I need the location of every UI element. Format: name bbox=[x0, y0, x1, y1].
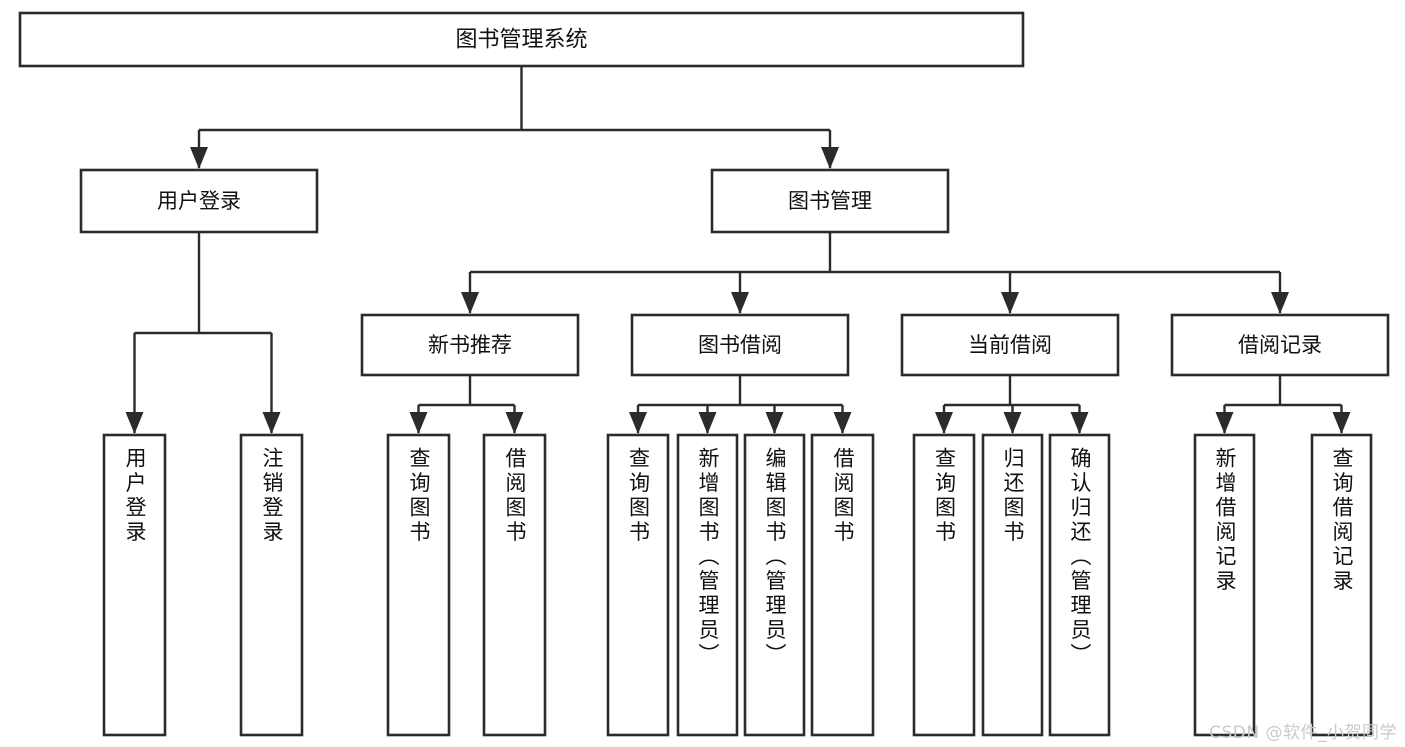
leaf-node-e5bd92e8bf98e59bbee4b9a6[interactable] bbox=[981, 433, 1044, 737]
node-root-node-e59bbee4b9a6e7aea1e79086e7b3bbe7bb9f[interactable] bbox=[18, 11, 1025, 68]
leaf-node-e5809fe99885e59bbee4b9a6[interactable] bbox=[810, 433, 875, 737]
node-l1-label-1: 图书管理 bbox=[788, 189, 872, 213]
l2-1-arrow-2 bbox=[765, 412, 784, 434]
leaf-node-e69fa5e8afa2e5809fe99885e8aeb0e5bd95[interactable] bbox=[1310, 433, 1373, 737]
l2-3-arrow-0 bbox=[1215, 412, 1234, 434]
connector-edges bbox=[125, 66, 1351, 434]
l2-1-arrow-1 bbox=[698, 412, 717, 434]
csdn-watermark: CSDN @软件_小贺同学 bbox=[1209, 723, 1397, 743]
leaf-node-e6b3a8e99480e799bbe5bd95[interactable] bbox=[239, 433, 304, 737]
leaf-node-e794a8e688b7e799bbe5bd95[interactable] bbox=[102, 433, 167, 737]
leaf-node-e5809fe99885e59bbee4b9a6[interactable] bbox=[482, 433, 547, 737]
leaf-node-e696b0e5a29ee59bbee4b9a6efbc88e7aea1e79086e59198efbc89[interactable] bbox=[676, 433, 739, 737]
leaf-node-e696b0e5a29ee5809fe99885e8aeb0e5bd95[interactable] bbox=[1193, 433, 1256, 737]
node-l2-label-0: 新书推荐 bbox=[428, 333, 512, 357]
l2-1-arrow-3 bbox=[833, 412, 852, 434]
node-l2-node-e5809fe99885e8aeb0e5bd95[interactable] bbox=[1170, 313, 1390, 377]
l2-2-arrow-2 bbox=[1070, 412, 1089, 434]
l1-0-arrow-1 bbox=[262, 412, 281, 434]
l2-0-arrow-0 bbox=[409, 412, 428, 434]
node-boxes bbox=[18, 11, 1390, 737]
node-l2-node-e5bd93e5898de5809fe99885[interactable] bbox=[900, 313, 1120, 377]
node-l2-node-e59bbee4b9a6e5809fe99885[interactable] bbox=[630, 313, 850, 377]
leaf-node-e7bc96e8be91e59bbee4b9a6efbc88e7aea1e79086e59198efbc89[interactable] bbox=[743, 433, 806, 737]
l1-1-arrow-2 bbox=[1001, 292, 1019, 314]
node-l1-node-e794a8e688b7e799bbe5bd95[interactable] bbox=[79, 168, 319, 234]
l2-1-arrow-0 bbox=[629, 412, 647, 434]
node-l1-label-0: 用户登录 bbox=[157, 189, 241, 213]
root-arrow-0 bbox=[190, 147, 208, 169]
l1-1-arrow-3 bbox=[1271, 292, 1289, 314]
leaf-node-e7a1aee8aea4e5bd92e8bf98efbc88e7aea1e79086e59198efbc89[interactable] bbox=[1048, 433, 1111, 737]
l1-1-arrow-0 bbox=[461, 292, 479, 314]
node-root-label: 图书管理系统 bbox=[455, 28, 587, 53]
root-arrow-1 bbox=[821, 147, 839, 169]
l2-2-arrow-0 bbox=[935, 412, 953, 434]
node-l2-label-1: 图书借阅 bbox=[698, 333, 782, 357]
l2-3-arrow-1 bbox=[1332, 412, 1351, 434]
l2-0-arrow-1 bbox=[505, 412, 524, 434]
l1-1-arrow-1 bbox=[731, 292, 749, 314]
node-l2-label-3: 借阅记录 bbox=[1238, 333, 1322, 357]
l1-0-arrow-0 bbox=[125, 412, 144, 434]
leaf-node-e69fa5e8afa2e59bbee4b9a6[interactable] bbox=[912, 433, 976, 737]
node-l2-node-e696b0e4b9a6e68ea8e88d90[interactable] bbox=[360, 313, 580, 377]
node-l1-node-e59bbee4b9a6e7aea1e79086[interactable] bbox=[710, 168, 950, 234]
leaf-node-e69fa5e8afa2e59bbee4b9a6[interactable] bbox=[606, 433, 670, 737]
node-l2-label-2: 当前借阅 bbox=[968, 333, 1052, 357]
l2-2-arrow-1 bbox=[1003, 412, 1022, 434]
leaf-node-e69fa5e8afa2e59bbee4b9a6[interactable] bbox=[386, 433, 451, 737]
